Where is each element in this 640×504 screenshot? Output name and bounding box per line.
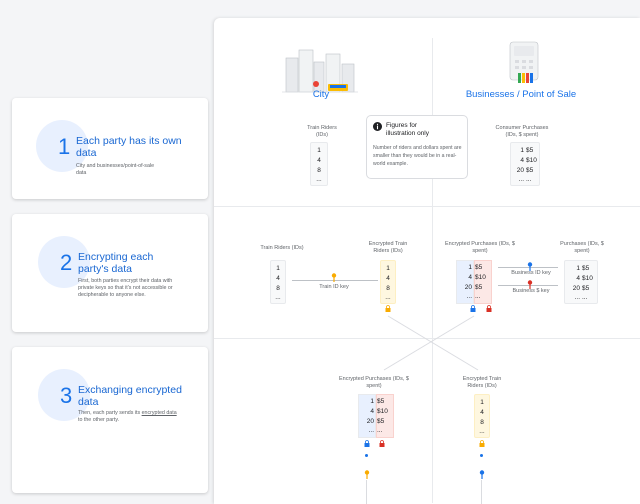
business-dollar-key-arrow <box>498 285 558 286</box>
lock-icon <box>385 305 391 312</box>
encrypted-train-label: Encrypted Train Riders (IDs) <box>462 376 502 389</box>
note-body: Number of riders and dollars spent are s… <box>373 145 462 167</box>
key-icon <box>527 280 533 289</box>
train-key-label: Train ID key <box>319 284 349 290</box>
lock-icon <box>486 305 492 312</box>
dot-marker <box>365 454 368 457</box>
lock-icon <box>470 305 476 312</box>
key-icon <box>364 470 370 479</box>
city-heading: City <box>312 89 330 100</box>
point-of-sale-icon <box>509 41 539 83</box>
encrypted-purchases-label: Encrypted Purchases (IDs, $ spent) <box>444 241 515 254</box>
train-riders-label: Train Riders (IDs) <box>260 245 304 251</box>
lock-icon <box>479 440 485 447</box>
illustration-note: Figures for illustration only Number of … <box>366 115 468 179</box>
step-card-1: 1 Each party has its own data City and b… <box>12 98 208 199</box>
step-title: Encrypting each party's data <box>78 251 154 275</box>
step-number: 3 <box>60 383 73 408</box>
section-divider <box>214 338 640 339</box>
step-description: First, both parties encrypt their data w… <box>78 278 173 298</box>
step-card-3: 3 Exchanging encrypted data Then, each p… <box>12 347 208 493</box>
consumer-purchases-label: Consumer Purchases (IDs, $ spent) <box>495 125 549 138</box>
train-riders-label: Train Riders (IDs) <box>307 125 337 138</box>
business-id-key-arrow <box>498 267 558 268</box>
flow-line <box>366 480 367 504</box>
encrypted-purchases-table: 1 4 20 ... $5 $10 $5 ... <box>456 260 492 304</box>
business-heading: Businesses / Point of Sale <box>465 89 577 100</box>
business-dollar-key-label: Business $ key <box>512 288 550 294</box>
step-number-circle <box>38 369 90 421</box>
train-riders-table: 1 4 8 ... <box>270 260 286 304</box>
encrypted-purchases-table: 1 4 20 ... $5 $10 $5 ... <box>358 394 394 438</box>
key-icon <box>527 262 533 271</box>
step-number: 1 <box>58 134 71 159</box>
key-icon <box>479 470 485 479</box>
train-key-arrow <box>292 280 378 281</box>
step-card-2: 2 Encrypting each party's data First, bo… <box>12 214 208 332</box>
business-id-key-label: Business ID key <box>511 270 551 276</box>
exchange-arrows <box>383 315 479 371</box>
step-number: 2 <box>60 250 73 275</box>
consumer-purchases-table: 1 4 20 ... $5 $10 $5 ... <box>510 142 540 186</box>
encrypted-train-label: Encrypted Train Riders (IDs) <box>368 241 408 254</box>
lock-icon <box>364 440 370 447</box>
step-description: City and businesses/point-of-sale data <box>76 163 155 176</box>
info-icon <box>373 122 382 131</box>
encrypted-train-table: 1 4 8 ... <box>474 394 490 438</box>
step-number-circle <box>38 236 90 288</box>
key-icon <box>331 273 337 282</box>
purchases-label: Purchases (IDs, $ spent) <box>560 241 604 254</box>
encrypted-purchases-label: Encrypted Purchases (IDs, $ spent) <box>338 376 409 389</box>
train-riders-table: 1 4 8 ... <box>310 142 328 186</box>
step-number-circle <box>36 120 88 172</box>
flow-line <box>481 480 482 504</box>
step-title: Each party has its own data <box>76 135 182 159</box>
step-title: Exchanging encrypted data <box>78 384 182 408</box>
encrypted-data-link[interactable]: encrypted data <box>141 410 177 416</box>
encrypted-train-table: 1 4 8 ... <box>380 260 396 304</box>
purchases-table: 1 4 20 ... $5 $10 $5 ... <box>564 260 598 304</box>
note-title: Figures for illustration only <box>386 122 429 137</box>
diagram-panel: City Businesses / Point of Sale Train Ri… <box>214 18 640 504</box>
dot-marker <box>480 454 483 457</box>
party-divider <box>432 38 433 503</box>
section-divider <box>214 206 640 207</box>
lock-icon <box>379 440 385 447</box>
step-description: Then, each party sends its encrypted dat… <box>78 410 177 423</box>
city-skyline-icon <box>282 49 358 93</box>
